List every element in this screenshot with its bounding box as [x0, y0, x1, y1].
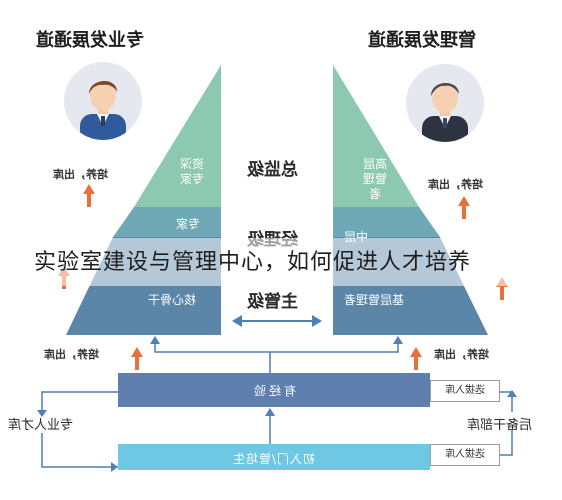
right-channel-title-text: 管理发展通道 — [368, 30, 476, 51]
train-label-right-lower-text: 培养，出库 — [434, 348, 489, 361]
level-supervisor-text: 主管级 — [247, 292, 298, 312]
train-label-left-upper-text: 培养，出库 — [53, 168, 108, 181]
talent-pool-right-text: 后备干部库 — [467, 418, 533, 433]
double-arrow-horizontal — [232, 315, 322, 327]
newcomer-box-label: 初入门/管培生 — [118, 450, 430, 467]
right-pyramid-middle-layer — [333, 207, 440, 237]
right-top-layer-label: 高层管理者 — [362, 157, 388, 202]
newcomer-box: 初入门/管培生 — [118, 444, 430, 470]
left-channel-title: 专业发展通道 — [36, 26, 144, 52]
left-top-layer-text: 资深专家 — [179, 157, 204, 186]
train-label-right-lower: 培养，出库 — [434, 346, 489, 362]
newcomer-box-text: 初入门/管培生 — [232, 452, 316, 466]
right-bottom-layer-text: 基层管理者 — [344, 293, 405, 307]
left-bottom-layer-text: 核心骨干 — [148, 293, 197, 307]
left-middle-layer-label: 专家 — [176, 215, 200, 232]
caption-band — [0, 238, 562, 286]
level-director: 总监级 — [247, 155, 298, 180]
select-box-upper-text: 选拔入库 — [445, 385, 485, 396]
train-label-right-upper: 培养，出库 — [428, 176, 483, 192]
right-pyramid-top-layer — [333, 65, 419, 207]
flow-connectors — [154, 343, 399, 444]
experienced-box-text: 有经验 — [251, 384, 297, 398]
left-pyramid-middle-layer — [113, 207, 221, 237]
train-label-left-lower: 培养，出库 — [44, 346, 99, 362]
avatar-professional — [64, 62, 142, 140]
talent-pool-left-text: 专业人才库 — [8, 418, 74, 433]
train-label-right-upper-text: 培养，出库 — [428, 178, 483, 191]
select-box-lower-text: 选拔入库 — [445, 449, 485, 460]
select-box-lower: 选拔入库 — [430, 444, 500, 466]
select-box-upper: 选拔入库 — [430, 380, 500, 402]
level-director-text: 总监级 — [247, 160, 298, 180]
left-channel-title-text: 专业发展通道 — [36, 30, 144, 51]
train-label-left-lower-text: 培养，出库 — [44, 348, 99, 361]
experienced-box-label: 有经验 — [118, 382, 430, 399]
left-pool-connectors — [41, 391, 118, 468]
talent-pool-right: 后备干部库 — [467, 414, 532, 433]
right-channel-title: 管理发展通道 — [368, 26, 476, 52]
left-pyramid-top-layer — [134, 65, 221, 207]
left-bottom-layer-label: 核心骨干 — [148, 291, 196, 308]
avatar-manager — [406, 64, 484, 142]
caption-text: 实验室建设与管理中心，如何促进人才培养 — [34, 250, 472, 275]
experienced-box: 有经验 — [118, 373, 430, 407]
right-top-layer-text: 高层管理者 — [363, 157, 388, 201]
right-bottom-layer-label: 基层管理者 — [344, 291, 404, 308]
person-icon-young — [80, 80, 126, 140]
person-icon-senior — [422, 82, 468, 142]
left-middle-layer-text: 专家 — [176, 217, 201, 231]
level-supervisor: 主管级 — [247, 287, 298, 312]
train-label-left-upper: 培养，出库 — [53, 166, 108, 182]
left-top-layer-label: 资深专家 — [180, 157, 204, 187]
talent-pool-left: 专业人才库 — [8, 414, 73, 433]
